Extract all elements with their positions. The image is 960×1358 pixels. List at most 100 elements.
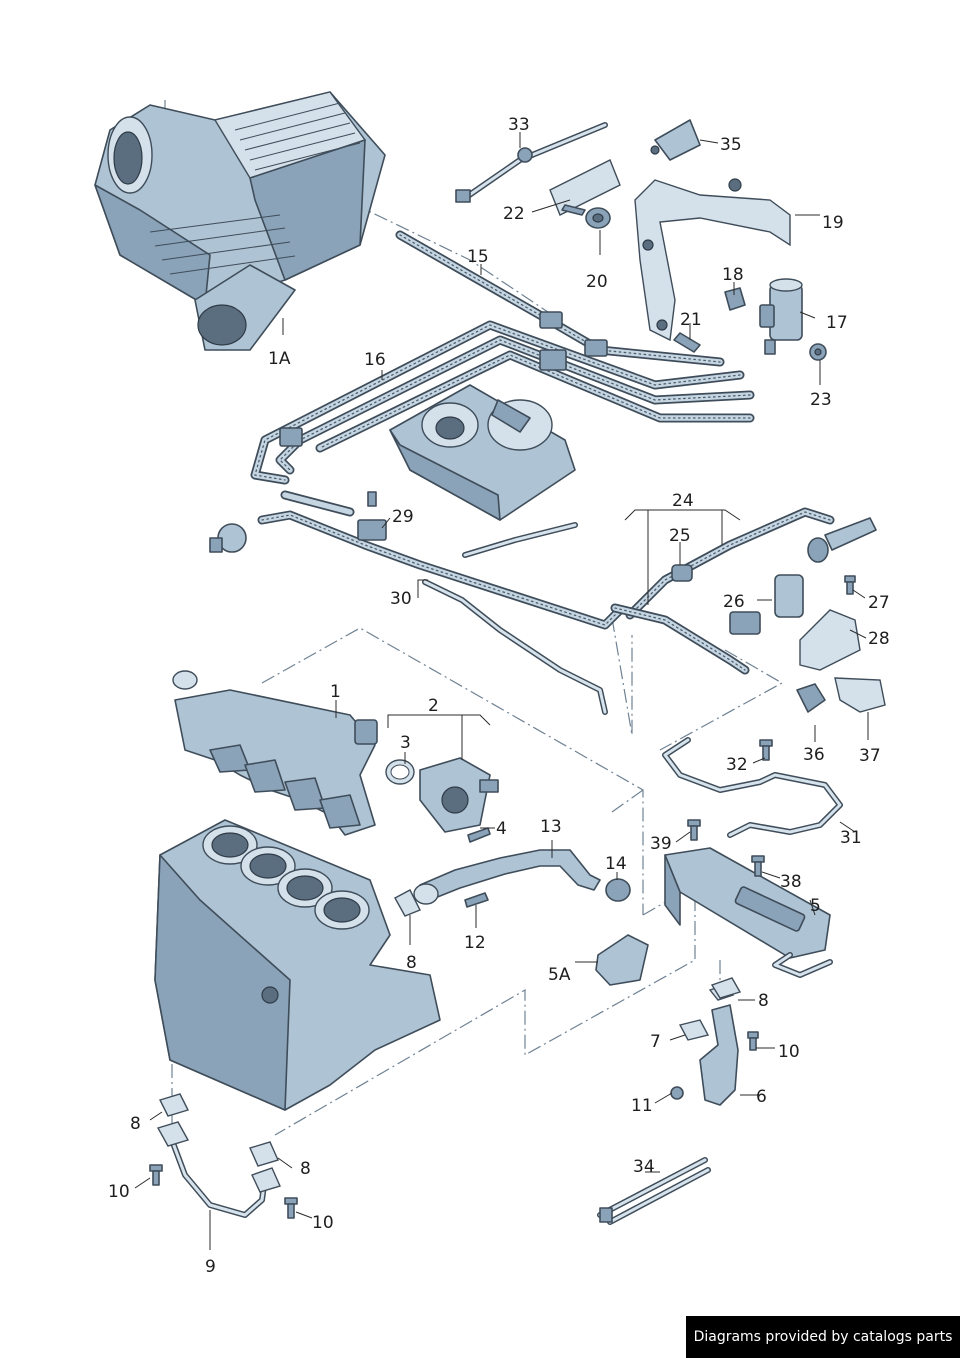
flange-14 — [605, 878, 631, 902]
vacuum-reservoir — [209, 523, 247, 553]
callout-3: 3 — [400, 733, 411, 753]
callout-10-a: 10 — [778, 1042, 800, 1062]
valve-25 — [671, 564, 693, 582]
nut-23 — [809, 343, 827, 361]
credit-banner: Diagrams provided by catalogs parts — [686, 1316, 960, 1358]
callout-28: 28 — [868, 629, 890, 649]
cable-tie-33 — [455, 122, 608, 203]
vacuum-hose-15 — [395, 230, 725, 367]
callout-18: 18 — [722, 265, 744, 285]
callout-21: 21 — [680, 310, 702, 330]
hoses-24 — [610, 507, 835, 675]
gasket-8-top — [394, 889, 421, 917]
callout-10-c: 10 — [312, 1213, 334, 1233]
callout-8-d: 8 — [300, 1159, 311, 1179]
pipe-6 — [699, 984, 739, 1106]
callout-36: 36 — [803, 745, 825, 765]
line-30 — [422, 522, 608, 715]
callout-1: 1 — [330, 682, 341, 702]
nut-18 — [724, 287, 746, 311]
callout-13: 13 — [540, 817, 562, 837]
callout-30: 30 — [390, 589, 412, 609]
callout-12: 12 — [464, 933, 486, 953]
callout-34: 34 — [633, 1157, 655, 1177]
cable-ties-34 — [597, 1157, 711, 1225]
callout-24: 24 — [672, 491, 694, 511]
leader-lines — [134, 132, 869, 1250]
vacuum-hoses-16 — [250, 311, 755, 630]
seal-ring-3 — [385, 759, 415, 785]
cylinder-head-cover — [389, 384, 576, 521]
credit-text: Diagrams provided by catalogs parts — [693, 1329, 953, 1345]
gasket-8-bottom-right — [249, 1141, 279, 1167]
gasket-8-bottom-left — [159, 1093, 189, 1117]
callout-23: 23 — [810, 390, 832, 410]
callout-8-b: 8 — [758, 991, 769, 1011]
callout-5: 5 — [810, 896, 821, 916]
callout-39: 39 — [650, 834, 672, 854]
clip-35 — [650, 119, 701, 161]
callout-11: 11 — [631, 1096, 653, 1116]
bolt-39 — [687, 819, 701, 841]
valve-26 — [729, 574, 804, 635]
callout-2: 2 — [428, 696, 439, 716]
nut-11 — [670, 1086, 684, 1100]
bracket-5a — [595, 934, 649, 986]
air-filter-housing — [94, 91, 386, 351]
callout-1a: 1A — [268, 349, 291, 369]
callout-9: 9 — [205, 1257, 216, 1277]
callout-5a: 5A — [548, 965, 571, 985]
connector-right — [807, 517, 877, 563]
callout-15: 15 — [467, 247, 489, 267]
pipe-13 — [413, 849, 601, 905]
callout-6: 6 — [756, 1087, 767, 1107]
callout-33: 33 — [508, 115, 530, 135]
callout-35: 35 — [720, 135, 742, 155]
callout-10-b: 10 — [108, 1182, 130, 1202]
callout-labels: 1 1A 2 3 4 5 5A 6 7 8 8 8 8 9 10 10 10 1… — [108, 115, 890, 1277]
egr-cooler-5 — [664, 847, 833, 978]
bracket-37 — [834, 677, 886, 713]
callout-8-c: 8 — [130, 1114, 141, 1134]
pipe-31 — [662, 737, 843, 838]
engine-block — [154, 819, 441, 1111]
callout-16: 16 — [364, 350, 386, 370]
bolt-12 — [464, 892, 489, 908]
bolt-10-bottom — [284, 1197, 298, 1219]
gasket-7 — [678, 1019, 710, 1041]
intake-manifold-1 — [172, 670, 378, 836]
bracket-22 — [549, 159, 621, 216]
connector-29 — [357, 491, 387, 541]
callout-7: 7 — [650, 1032, 661, 1052]
solenoid-valve-17 — [759, 278, 803, 355]
bolt-38 — [751, 855, 765, 877]
callout-29: 29 — [392, 507, 414, 527]
callout-37: 37 — [859, 746, 881, 766]
callout-38: 38 — [780, 872, 802, 892]
bolt-4 — [467, 827, 491, 843]
callout-4: 4 — [496, 819, 507, 839]
callout-32: 32 — [726, 755, 748, 775]
callout-27: 27 — [868, 593, 890, 613]
callout-20: 20 — [586, 272, 608, 292]
callout-25: 25 — [669, 526, 691, 546]
clip-36 — [796, 683, 826, 713]
callout-17: 17 — [826, 313, 848, 333]
bracket-19 — [634, 178, 791, 342]
callout-14: 14 — [605, 854, 627, 874]
bolt-10-right — [747, 1031, 759, 1051]
bolt-32 — [759, 739, 773, 761]
bracket-28 — [799, 609, 861, 671]
callout-26: 26 — [723, 592, 745, 612]
bolt-21 — [673, 332, 701, 353]
throttle-body-2 — [419, 757, 499, 833]
bolt-27 — [844, 575, 856, 595]
pipe-9 — [156, 1121, 281, 1218]
bolt-10-left — [149, 1164, 163, 1186]
callout-31: 31 — [840, 828, 862, 848]
grommet-20 — [585, 207, 611, 229]
callout-8-a: 8 — [406, 953, 417, 973]
gasket-8-right — [710, 977, 742, 999]
callout-19: 19 — [822, 213, 844, 233]
